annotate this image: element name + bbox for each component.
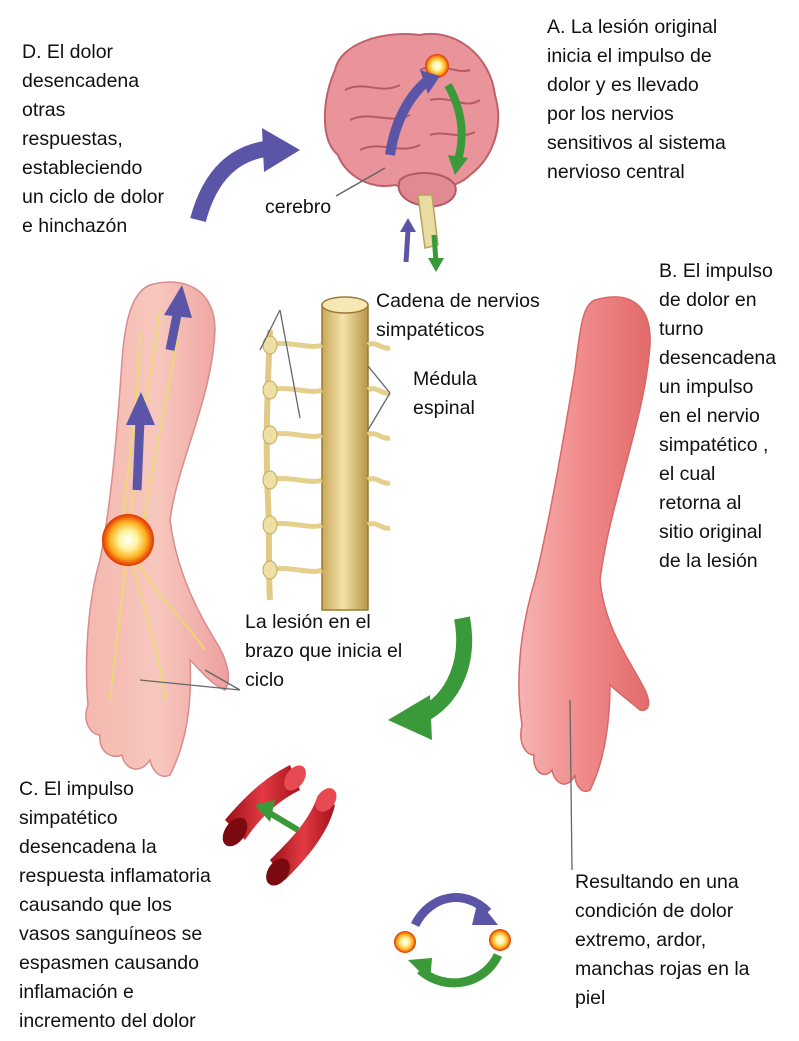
brain-illustration	[323, 32, 500, 272]
label-d: D. El dolor desencadena otras respuestas…	[22, 41, 165, 237]
cycle-arrow-purple	[190, 128, 300, 223]
label-a: A. La lesión original inicia el impulso …	[547, 16, 726, 183]
left-arm-illustration	[85, 281, 241, 777]
label-lesion-brazo: La lesión en el brazo que inicia el cicl…	[245, 611, 403, 691]
label-cerebro: cerebro	[265, 196, 332, 218]
spinal-cord-illustration	[259, 296, 391, 611]
right-arm-illustration	[518, 296, 651, 871]
label-b: B. El impulso de dolor en turno desencad…	[659, 260, 777, 572]
label-resultado: Resultando en una condición de dolor ext…	[575, 871, 750, 1009]
cycle-arrow-green	[388, 616, 473, 740]
label-medula-espinal: Médula espinal	[413, 368, 477, 419]
blood-vessels-illustration	[222, 765, 337, 886]
label-c: C. El impulso simpatético desencadena la…	[19, 778, 211, 1032]
label-cadena-nervios: Cadena de nervios simpatéticos	[376, 290, 540, 341]
pain-cycle-icon	[394, 893, 511, 988]
